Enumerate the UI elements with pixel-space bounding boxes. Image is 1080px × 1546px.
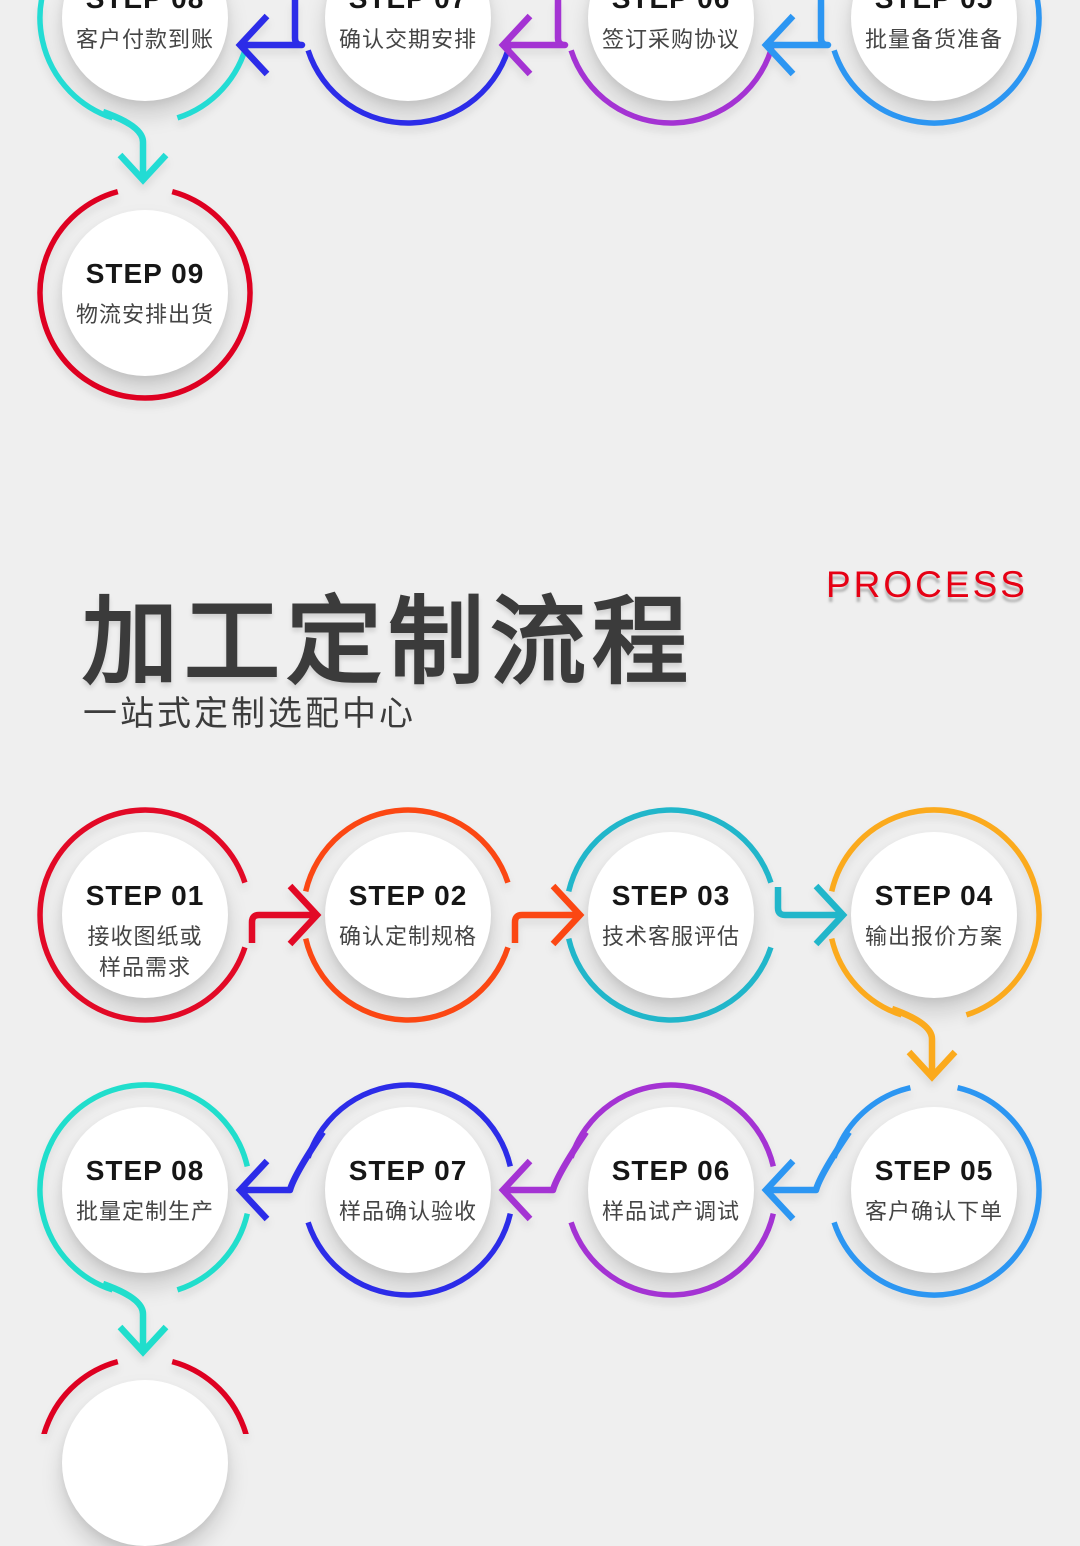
step-label-line: 签订采购协议 [601,27,740,52]
flow-diagram-canvas [37,0,1042,1434]
step-label: 确认交期安排 [315,24,501,55]
step-node-step-05: STEP 05 批量备货准备 [851,0,1017,101]
flow-arrowhead-m2-m3 [550,883,585,947]
step-label: 客户确认下单 [841,1196,1027,1227]
flow-arrowhead-m3-m4 [813,883,848,947]
step-label: 样品确认验收 [315,1196,501,1227]
step-number: STEP 08 [85,1155,205,1186]
flow-arrow-m7-m8 [240,1130,326,1194]
step-label: 样品试产调试 [578,1196,764,1227]
flow-arrowhead-m6-m7 [498,1158,533,1222]
flow-arrowhead-t6-t7 [498,13,533,77]
step-number: STEP 03 [611,880,731,911]
step-node-step-05: STEP 05 客户确认下单 [851,1107,1017,1273]
flow-arrowhead-t8-t9 [117,152,169,185]
page-subtitle: 一站式定制选配中心 [83,695,416,734]
step-number: STEP 01 [85,880,205,911]
step-node-step-02: STEP 02 确认定制规格 [325,832,491,998]
step-number: STEP 02 [348,880,468,911]
flow-arrowhead-m4-m5 [906,1049,958,1082]
step-node-step-09: STEP 09 物流安排出货 [62,210,228,376]
flow-arrow-t8-t9 [101,108,147,180]
step-label: 客户付款到账 [52,24,238,55]
step-label-line: 输出报价方案 [864,924,1003,949]
step-number: STEP 06 [611,1155,731,1186]
flow-arrow-t6-t7 [503,0,569,49]
step-label: 物流安排出货 [52,299,238,330]
step-label-line: 客户确认下单 [864,1199,1003,1224]
step-ring-t9 [37,188,253,401]
step-number: STEP 05 [851,0,1017,16]
step-ring-t6 [568,40,776,126]
flow-arrow-m4-m5 [890,1005,936,1077]
step-node-step-03: STEP 03 技术客服评估 [588,832,754,998]
step-ring-m7 [305,1082,513,1298]
flow-arrowhead-m5-m6 [761,1158,796,1222]
step-ring-m9 [41,1358,249,1434]
step-ring-t5 [831,0,1042,126]
flow-arrow-m3-m4 [774,887,843,919]
step-label-line: 客户付款到账 [75,27,214,52]
flow-arrow-m8-m9 [101,1280,147,1352]
step-label-line: 技术客服评估 [601,924,740,949]
step-ring-m8 [37,1082,250,1293]
step-label: 确认定制规格 [315,921,501,952]
flow-arrowhead-m8-m9 [117,1324,169,1357]
step-ring-m6 [568,1082,776,1298]
step-ring-t7 [305,40,513,126]
step-node-step-08: STEP 08 批量定制生产 [62,1107,228,1273]
step-number: STEP 06 [588,0,754,16]
step-ring-m4 [829,807,1042,1018]
step-ring-m1 [37,807,248,1023]
flow-arrow-m2-m3 [511,911,580,943]
flow-arrowhead-t7-t8 [235,13,270,77]
flow-arrowhead-m7-m8 [235,1158,270,1222]
step-label-line: 批量定制生产 [75,1199,214,1224]
page-tagline: PROCESS [826,564,1028,605]
step-label: 批量定制生产 [52,1196,238,1227]
step-node-step-04: STEP 04 输出报价方案 [851,832,1017,998]
step-label: 签订采购协议 [578,24,764,55]
step-number: STEP 04 [874,880,994,911]
step-number: STEP 08 [62,0,228,16]
flow-arrowhead-m1-m2 [287,883,322,947]
flow-arrow-m1-m2 [248,911,317,943]
step-node-step-07: STEP 07 样品确认验收 [325,1107,491,1273]
step-label: 接收图纸或样品需求 [52,921,238,983]
step-label-line: 接收图纸或 [87,924,203,949]
step-label-line: 确认定制规格 [338,924,477,949]
step-number: STEP 09 [85,258,205,289]
step-ring-m3 [566,807,774,1023]
flow-arrow-m6-m7 [503,1130,589,1194]
step-number: STEP 05 [874,1155,994,1186]
step-label: 批量备货准备 [841,24,1027,55]
step-label-line: 样品需求 [98,955,191,980]
step-number: STEP 07 [325,0,491,16]
flow-arrow-t5-t6 [766,0,832,49]
step-node-step-06: STEP 06 样品试产调试 [588,1107,754,1273]
flow-arrowhead-t5-t6 [761,13,796,77]
step-number: STEP 07 [348,1155,468,1186]
page-title: 加工定制流程 [82,589,694,697]
flow-arrow-m5-m6 [766,1130,852,1194]
step-label-line: 确认交期安排 [338,27,477,52]
step-label-line: 样品试产调试 [601,1199,740,1224]
step-node-step-01: STEP 01 接收图纸或样品需求 [62,832,228,998]
step-label: 技术客服评估 [578,921,764,952]
step-label: 输出报价方案 [841,921,1027,952]
step-label-line: 物流安排出货 [75,302,214,327]
step-label-line: 样品确认验收 [338,1199,477,1224]
step-ring-t8 [37,0,250,121]
flow-arrow-t7-t8 [240,0,306,49]
step-ring-m2 [303,807,511,1023]
step-nodes-layer: STEP 08 客户付款到账 STEP 07 确认交期安排 STEP 06 签订采购协议 S… [52,0,1017,1546]
step-ring-m5 [831,1085,1042,1298]
step-label-line: 批量备货准备 [864,27,1003,52]
